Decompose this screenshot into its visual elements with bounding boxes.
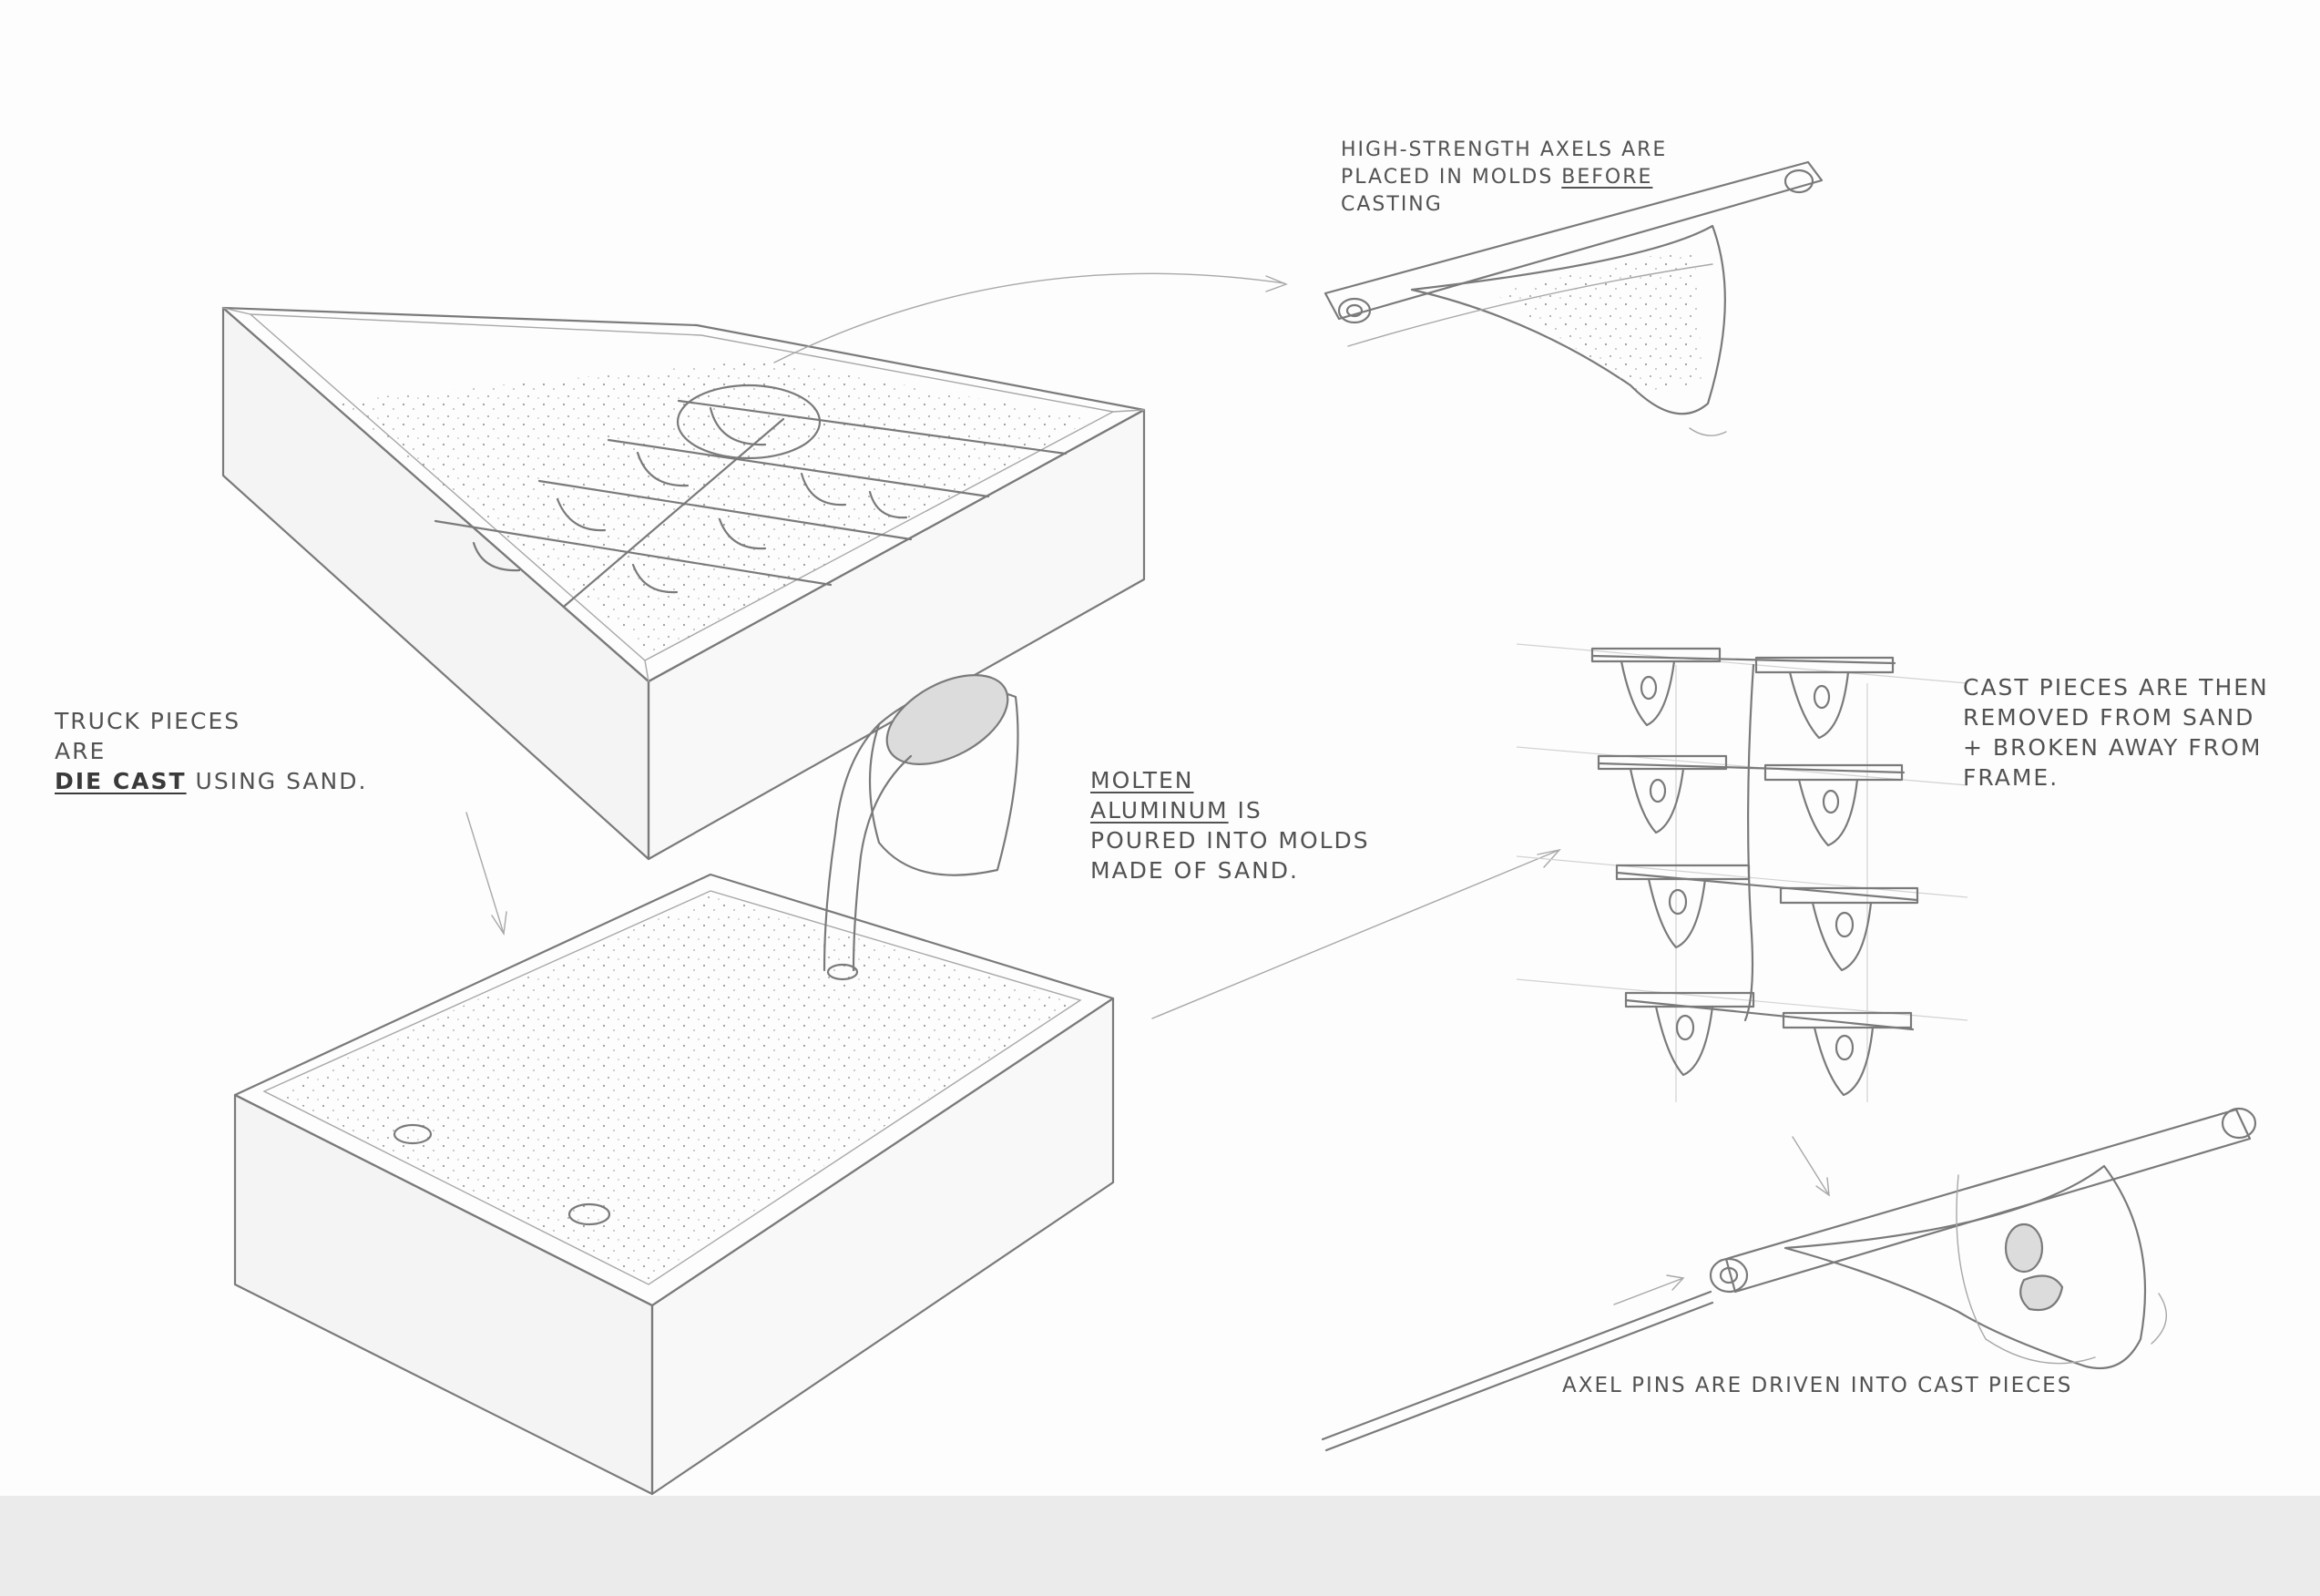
arrow-to-axel-detail xyxy=(773,272,1288,363)
axel-hanger-detail xyxy=(1324,160,1824,436)
pouring-ladle xyxy=(823,674,1019,972)
cast-piece-row-4 xyxy=(1624,991,1913,1097)
cast-pieces-note: Cast pieces are then removed from sand +… xyxy=(1963,674,2269,791)
axel-pin-assembly xyxy=(1321,1107,2257,1452)
cast-piece-row-3 xyxy=(1615,864,1919,972)
axels-note: High-strength axels are placed in molds … xyxy=(1341,138,1668,216)
die-cast-note: Truck Pieces are Die Cast using sand. xyxy=(55,708,368,794)
cast-piece-row-1 xyxy=(1590,647,1895,740)
arrow-to-cast-frame xyxy=(1151,848,1561,1019)
cast-frame-tree xyxy=(1516,643,1968,1102)
arrow-down-to-mold xyxy=(465,812,507,936)
arrow-to-assembly xyxy=(1792,1136,1830,1197)
cast-piece-row-2 xyxy=(1597,754,1904,847)
axel-pins-note: Axel pins are driven into cast pieces xyxy=(1562,1374,2073,1397)
bottom-sand-box xyxy=(233,873,1115,1496)
molten-aluminum-note: Molten Aluminum is poured into molds mad… xyxy=(1090,767,1370,884)
top-box-axel-channels xyxy=(434,384,1068,608)
